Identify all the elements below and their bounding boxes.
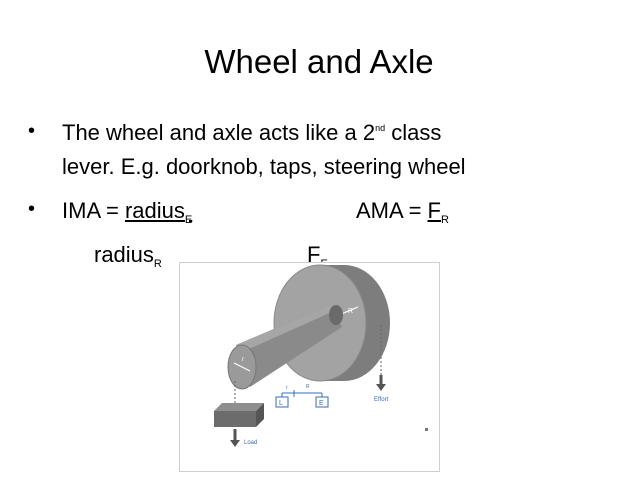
ima-denominator: radiusR: [94, 240, 162, 274]
axle-radius-label: r: [242, 357, 244, 363]
load-block-front: [214, 411, 256, 427]
wheel-axle-figure: R r Effort r R L E: [179, 262, 440, 472]
figure-marker: [425, 428, 428, 431]
scale-box-left-label: L: [279, 400, 283, 407]
axle-hub: [329, 305, 343, 325]
ama-formula-numerator: AMA = FR: [356, 196, 449, 230]
bullet1-text-after: class: [385, 120, 442, 145]
axle-radius-line: [233, 362, 251, 372]
scale-box-right: [315, 396, 329, 408]
ima-numerator: radiusE: [124, 198, 193, 226]
bullet1-text: The wheel and axle acts like a 2: [62, 120, 376, 145]
wheel-radius-label: R: [348, 308, 353, 315]
bullet-marker: •: [28, 120, 36, 142]
ama-denominator-text: F: [307, 242, 321, 267]
load-block-side: [256, 403, 264, 427]
scale-small-label: r: [286, 385, 288, 391]
ama-label: AMA =: [356, 198, 428, 223]
ima-formula-numerator: IMA = radiusE: [62, 196, 192, 230]
effort-label: Effort: [374, 397, 389, 403]
load-block-top: [214, 403, 264, 411]
effort-arrow-head: [376, 384, 386, 391]
ima-label: IMA =: [62, 198, 125, 223]
wheel-axle-diagram: R r Effort r R L E: [214, 264, 428, 447]
axle-highlight: [236, 305, 334, 353]
slide-title: Wheel and Axle: [204, 43, 434, 80]
ima-denominator-sub: R: [153, 258, 162, 270]
load-arrow-head: [230, 440, 240, 447]
ama-numerator-sub: R: [441, 214, 449, 226]
ama-numerator-text: F: [427, 198, 441, 223]
scale-box-left: [275, 396, 289, 408]
scale-box-right-label: E: [319, 400, 324, 407]
scale-large-label: R: [306, 384, 310, 390]
axle-body: [236, 305, 342, 387]
ima-denominator-text: radius: [94, 242, 154, 267]
ama-numerator: FR: [427, 198, 449, 226]
ima-numerator-text: radius: [124, 198, 185, 223]
bullet-wheel-axle-line1: The wheel and axle acts like a 2nd class: [62, 118, 441, 152]
load-label: Load: [244, 440, 257, 446]
bullet1-superscript: nd: [375, 123, 386, 133]
bullet-marker: •: [28, 198, 36, 220]
bullet1-line2: lever. E.g. doorknob, taps, steering whe…: [62, 154, 466, 179]
ima-numerator-sub: E: [184, 214, 193, 226]
